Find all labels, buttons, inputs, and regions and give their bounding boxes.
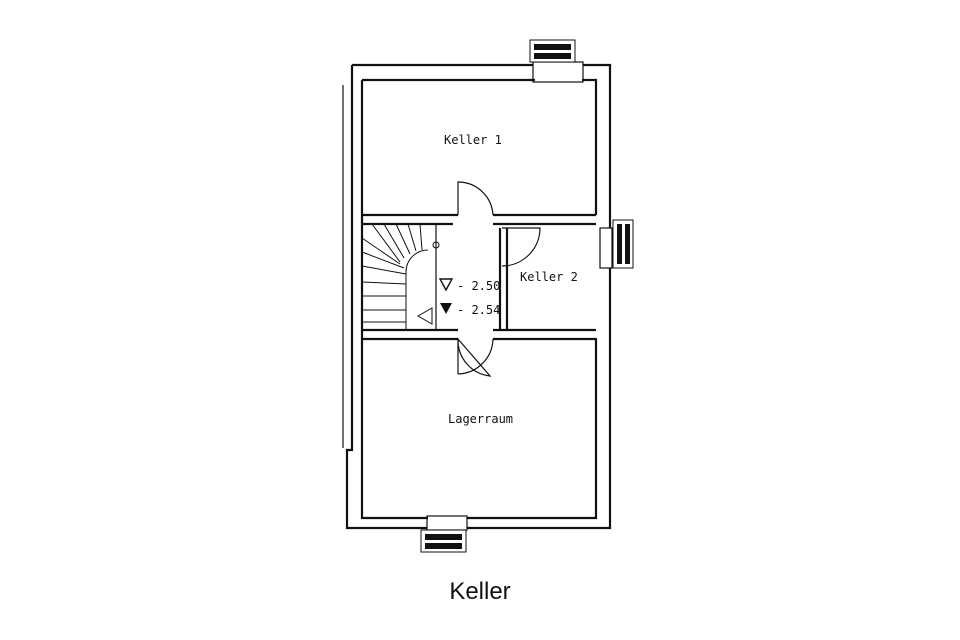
level-open-triangle-icon xyxy=(438,278,454,292)
doors xyxy=(457,181,541,377)
room-label-lagerraum: Lagerraum xyxy=(448,412,513,426)
room-label-keller-2: Keller 2 xyxy=(520,270,578,284)
room-label-keller-1: Keller 1 xyxy=(444,133,502,147)
staircase xyxy=(361,223,440,331)
outer-walls xyxy=(342,63,612,530)
level-lower: - 2.54 xyxy=(457,303,500,317)
window-tag-top xyxy=(529,39,576,63)
level-upper: - 2.50 xyxy=(457,279,500,293)
interior-walls xyxy=(362,213,596,341)
window-tag-right xyxy=(612,219,634,269)
level-markers: - 2.50 - 2.54 xyxy=(438,278,500,317)
window-tag-bottom xyxy=(420,529,467,553)
plan-caption: Keller xyxy=(449,578,511,605)
level-filled-triangle-icon xyxy=(440,303,452,314)
